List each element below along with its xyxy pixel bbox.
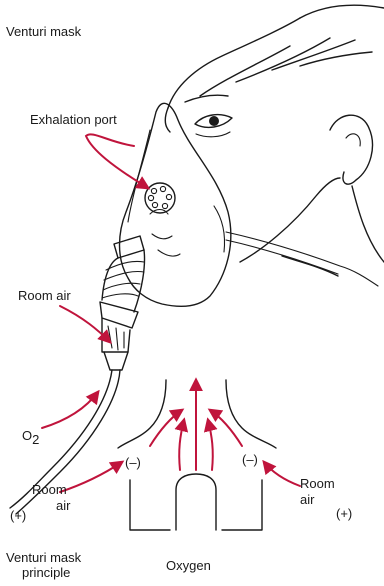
- plus-left-label: (+): [10, 508, 26, 523]
- right-entrain-arrow: [210, 410, 242, 446]
- minus-left-label: (–): [125, 455, 141, 470]
- room-air-upper-label: Room air: [18, 288, 71, 303]
- oxygen-label: Oxygen: [166, 558, 211, 573]
- o2-label: O2: [22, 428, 39, 447]
- principle-line2: principle: [22, 565, 70, 580]
- room-air-left-line2: air: [56, 498, 71, 513]
- principle-line1: Venturi mask: [6, 550, 82, 565]
- exhalation-arrow: [86, 134, 148, 188]
- minus-right-label: (–): [242, 452, 258, 467]
- eye-pupil: [209, 116, 219, 126]
- exhalation-port: [145, 183, 175, 213]
- face-profile-drawing: [165, 5, 384, 276]
- left-jet-arrow: [179, 420, 184, 470]
- plus-right-label: (+): [336, 506, 352, 521]
- o2-main: O: [22, 428, 32, 443]
- room-air-right-line2: air: [300, 492, 315, 507]
- exhalation-port-label: Exhalation port: [30, 112, 117, 127]
- room-air-left-line1: Room: [32, 482, 67, 497]
- room-air-right-arrow: [264, 462, 300, 486]
- right-jet-arrow: [208, 420, 213, 470]
- room-air-left-arrow: [60, 462, 122, 492]
- title-label: Venturi mask: [6, 24, 82, 39]
- room-air-right-line1: Room: [300, 476, 335, 491]
- left-entrain-arrow: [150, 410, 182, 446]
- o2-subscript: 2: [32, 432, 39, 447]
